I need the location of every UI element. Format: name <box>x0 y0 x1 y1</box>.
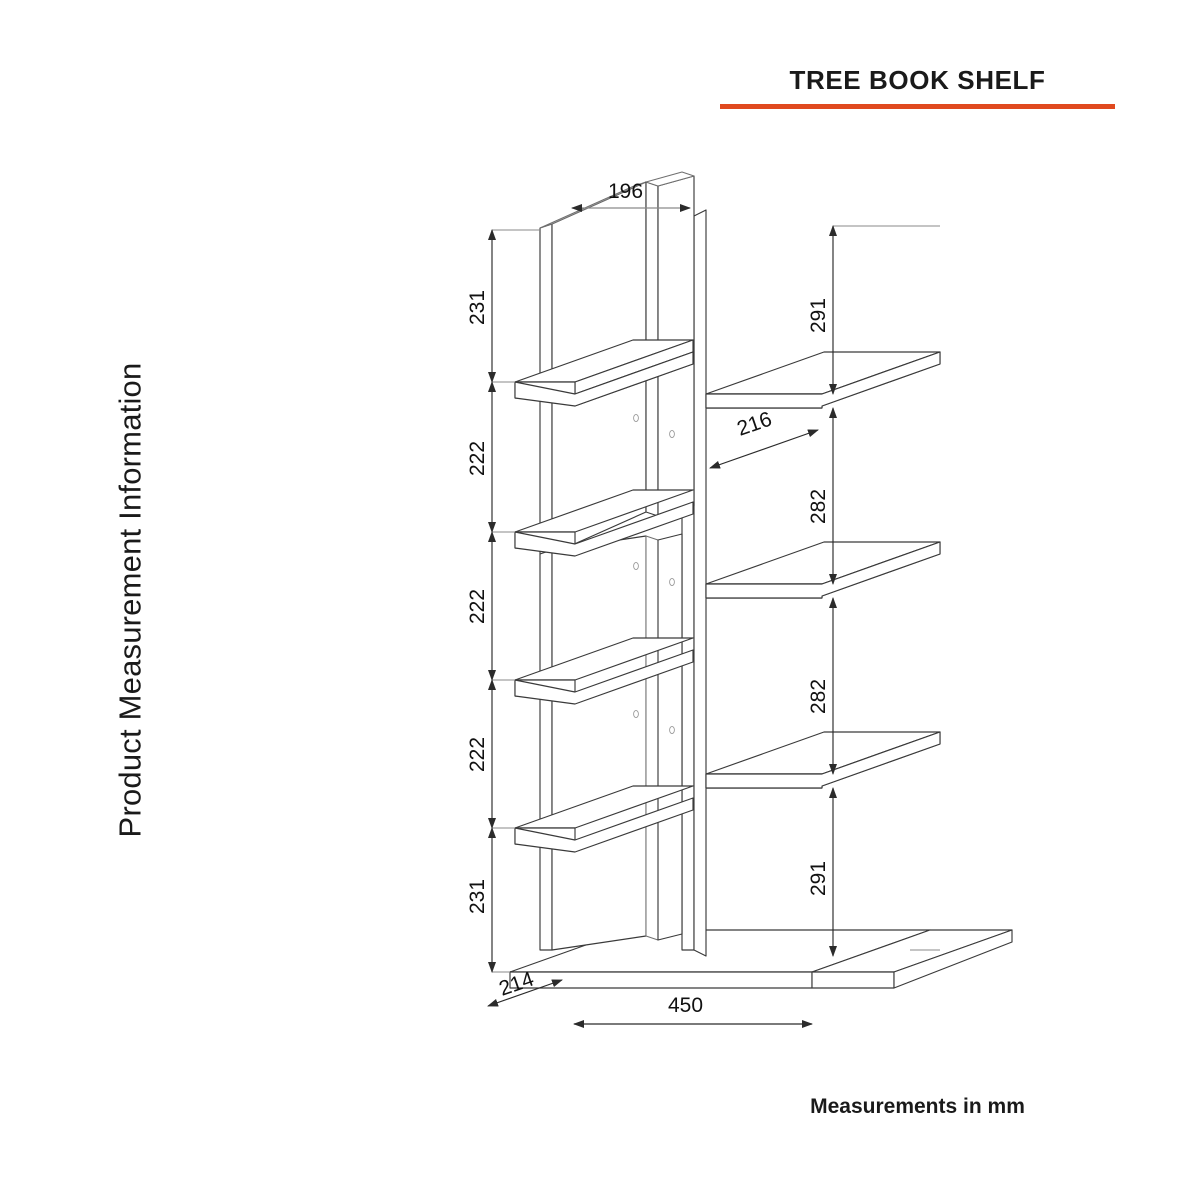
dimension-label-base-depth: 214 <box>496 967 537 1000</box>
measurement-units-note: Measurements in mm <box>810 1095 1025 1118</box>
shelf-body <box>509 171 1013 989</box>
dimension-top-width: 196 <box>571 180 691 212</box>
dimension-left-stack: 231 222 222 222 231 <box>466 229 540 973</box>
title-underline-rule <box>720 103 1115 109</box>
dimension-label-base-width: 450 <box>668 994 703 1017</box>
left-shelf-4 <box>514 785 694 853</box>
shelf-technical-drawing: 196 231 222 222 222 231 <box>466 171 1013 1028</box>
dowel-hole-icon <box>669 725 675 735</box>
dowel-hole-icon <box>633 561 639 571</box>
right-shelf-3 <box>705 731 941 789</box>
left-shelf-3 <box>514 637 694 705</box>
assembly-hole-marks <box>633 413 675 735</box>
dowel-hole-icon <box>633 709 639 719</box>
right-shelf-2 <box>705 541 941 599</box>
dimension-label-left-4: 222 <box>466 737 489 772</box>
left-shelf-2 <box>514 489 694 557</box>
dowel-hole-icon <box>633 413 639 423</box>
dimension-label-right-2: 282 <box>807 489 830 524</box>
dowel-hole-icon <box>669 429 675 439</box>
dimension-label-left-3: 222 <box>466 589 489 624</box>
dowel-hole-icon <box>669 577 675 587</box>
side-caption-label: Product Measurement Information <box>112 362 147 838</box>
dimension-label-top-width: 196 <box>608 180 643 203</box>
dimension-right-stack: 291 282 282 291 <box>807 225 940 957</box>
center-vertical-panel <box>539 533 683 951</box>
dimension-label-left-1: 231 <box>466 290 489 325</box>
left-shelf-1 <box>514 339 694 407</box>
dimension-base-width: 450 <box>573 994 813 1028</box>
side-caption: Product Measurement Information <box>0 0 260 1200</box>
dimension-label-left-5: 231 <box>466 879 489 914</box>
dimension-label-right-shelf-depth: 216 <box>734 408 775 441</box>
dimension-label-right-4: 291 <box>807 861 830 896</box>
right-shelf-1 <box>705 351 941 409</box>
title-block: TREE BOOK SHELF <box>720 66 1115 109</box>
page-title: TREE BOOK SHELF <box>789 65 1046 95</box>
dimension-label-left-2: 222 <box>466 441 489 476</box>
dimension-right-shelf-depth: 216 <box>709 408 819 469</box>
dimension-label-right-1: 291 <box>807 298 830 333</box>
dimension-label-right-3: 282 <box>807 679 830 714</box>
